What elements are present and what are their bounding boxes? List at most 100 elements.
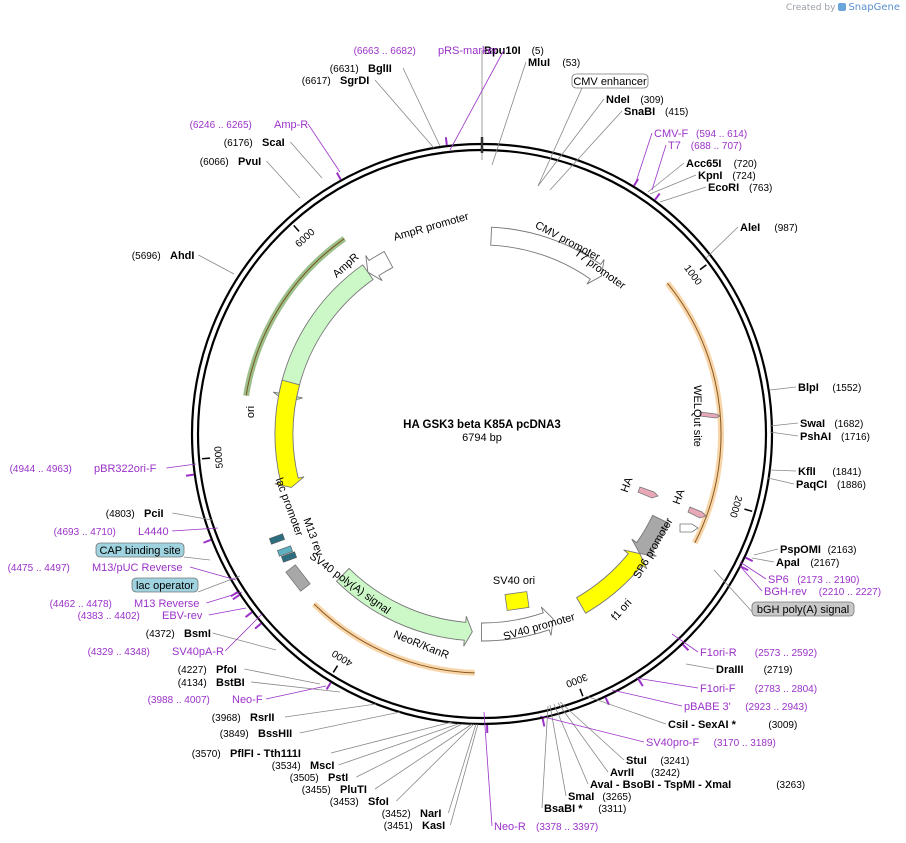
enzyme-pfoi: PfoI [216, 664, 237, 676]
enzyme-site-mlui: (53) [562, 58, 580, 69]
leader-primer-l4440 [171, 527, 219, 532]
enzyme-site-ecori: (763) [749, 183, 772, 194]
enzyme-psti: PstI [328, 772, 348, 784]
enzyme-bsmi: BsmI [184, 628, 211, 640]
feature-label-ori: ori [245, 406, 257, 418]
feature-label-f1-ori: f1 ori [609, 597, 634, 623]
feature-label-ampr-promoter: AmpR promoter [392, 211, 470, 244]
primer-mark-bgh-rev [740, 565, 749, 572]
primer-site-sv40pa-r: (4329 .. 4348) [88, 647, 150, 658]
enzyme-sfoi: SfoI [368, 796, 389, 808]
primer-neo-r: Neo-R [494, 821, 526, 833]
primer-mark-sv40pro-f [541, 718, 546, 727]
primer-sp6: SP6 [768, 574, 789, 586]
enzyme-nari: NarI [420, 808, 441, 820]
enzyme-site-msci: (3534) [272, 761, 301, 772]
tick-label-2000: 2000 [727, 494, 744, 519]
enzyme-kpni: KpnI [698, 170, 722, 182]
primer-mark-f1ori-f [637, 678, 644, 687]
primer-l4440: L4440 [138, 526, 169, 538]
leader-box-bgh-poly-a-signal [713, 569, 757, 617]
enzyme-site-psti: (3505) [290, 773, 319, 784]
primer-bgh-rev: BGH-rev [764, 586, 807, 598]
primer-pbabe-3: pBABE 3' [684, 701, 731, 713]
plasmid-name: HA GSK3 beta K85A pcDNA3 [403, 419, 561, 431]
leader-lines [172, 50, 799, 826]
primer-m13-reverse: M13 Reverse [134, 598, 199, 610]
marker-label-ha-1: HA [619, 475, 636, 494]
primer-site-sv40pro-f: (3170 .. 3189) [714, 738, 776, 749]
enzyme-site-avai-bsobi-tspmi-xmai: (3263) [776, 780, 805, 791]
marker-label-sv40-ori: SV40 ori [493, 575, 535, 587]
enzyme-scai: ScaI [262, 137, 285, 149]
enzyme-site-blpi: (1552) [832, 383, 861, 394]
enzyme-site-pcii: (4803) [106, 509, 135, 520]
ha-tag-1 [637, 486, 659, 499]
enzyme-bstbi: BstBI [216, 677, 245, 689]
enzyme-msci: MscI [310, 760, 334, 772]
leader-box-cmv-enhancer [537, 87, 583, 187]
tick-4000 [332, 665, 339, 673]
enzyme-site-snabi: (415) [665, 107, 688, 118]
leader-enzyme-pshai [769, 431, 799, 437]
leader-enzyme-pcii [172, 512, 213, 521]
enzyme-avrii: AvrII [610, 767, 634, 779]
leader-primer-prs-marker [449, 49, 505, 151]
credit-brand: SnapGene [848, 2, 900, 13]
enzyme-bglii: BglII [368, 63, 392, 75]
enzyme-smai: SmaI [568, 791, 594, 803]
primer-f1ori-f: F1ori-F [700, 683, 736, 695]
lac-promoter-block [269, 533, 285, 545]
enzyme-site-bpu10i: (5) [532, 46, 544, 57]
tick-6000 [293, 224, 300, 232]
box-cap-binding-site [95, 542, 185, 558]
primer-site-sp6: (2173 .. 2190) [797, 575, 859, 586]
ha-tag-2 [687, 506, 707, 519]
enzyme-site-swai: (1682) [834, 419, 863, 430]
enzyme-blpi: BlpI [798, 382, 819, 394]
leader-enzyme-avrii [557, 702, 609, 773]
primer-site-pbabe-3: (2923 .. 2943) [745, 702, 807, 713]
enzyme-draiii: DraIII [716, 664, 744, 676]
primer-cmv-f: CMV-F [654, 128, 689, 140]
enzyme-site-bglii: (6631) [330, 64, 359, 75]
plasmid-size: 6794 bp [462, 432, 502, 444]
leader-enzyme-pfoi [244, 668, 321, 685]
orf-line-2 [245, 238, 345, 396]
leader-enzyme-pspomi [753, 548, 779, 556]
enzyme-site-avrii: (3242) [651, 768, 680, 779]
enzyme-kasi: KasI [422, 820, 445, 832]
enzyme-site-kpni: (724) [732, 171, 755, 182]
enzyme-site-apai: (2167) [810, 558, 839, 569]
leader-enzyme-blpi [769, 386, 797, 391]
enzyme-swai: SwaI [800, 418, 825, 430]
primer-mark-sp6 [745, 556, 754, 562]
sv40-ori-block [504, 591, 530, 611]
primer-mark-ebv-rev [244, 611, 253, 618]
enzyme-site-smai: (3265) [602, 792, 631, 803]
enzyme-site-pfoi: (4227) [178, 665, 207, 676]
enzyme-rsrii: RsrII [250, 712, 274, 724]
enzyme-bsabi: BsaBI * [544, 803, 583, 815]
enzyme-site-ahdi: (5696) [132, 251, 161, 262]
box-label-bgh-poly-a-signal: bGH poly(A) signal [757, 604, 849, 616]
leader-enzyme-alei [705, 226, 739, 259]
enzyme-site-alei: (987) [774, 223, 797, 234]
enzyme-site-acc65i: (720) [734, 159, 757, 170]
primer-f1ori-r: F1ori-R [700, 647, 737, 659]
leader-enzyme-mlui [491, 61, 527, 166]
enzyme-site-pvui: (6066) [200, 157, 229, 168]
box-cmv-enhancer [571, 73, 649, 89]
enzyme-site-stui: (3241) [660, 756, 689, 767]
primer-mark-t7 [654, 192, 661, 201]
primer-site-neo-r: (3378 .. 3397) [536, 822, 598, 833]
primer-mark-f1ori-r [682, 643, 690, 651]
leader-enzyme-ndei [537, 98, 605, 187]
enzyme-acc65i: Acc65I [686, 158, 721, 170]
leader-enzyme-smai [549, 704, 567, 797]
primer-t7: T7 [668, 140, 681, 152]
enzyme-site-sfoi: (3453) [330, 797, 359, 808]
orf-line-0 [667, 282, 722, 544]
